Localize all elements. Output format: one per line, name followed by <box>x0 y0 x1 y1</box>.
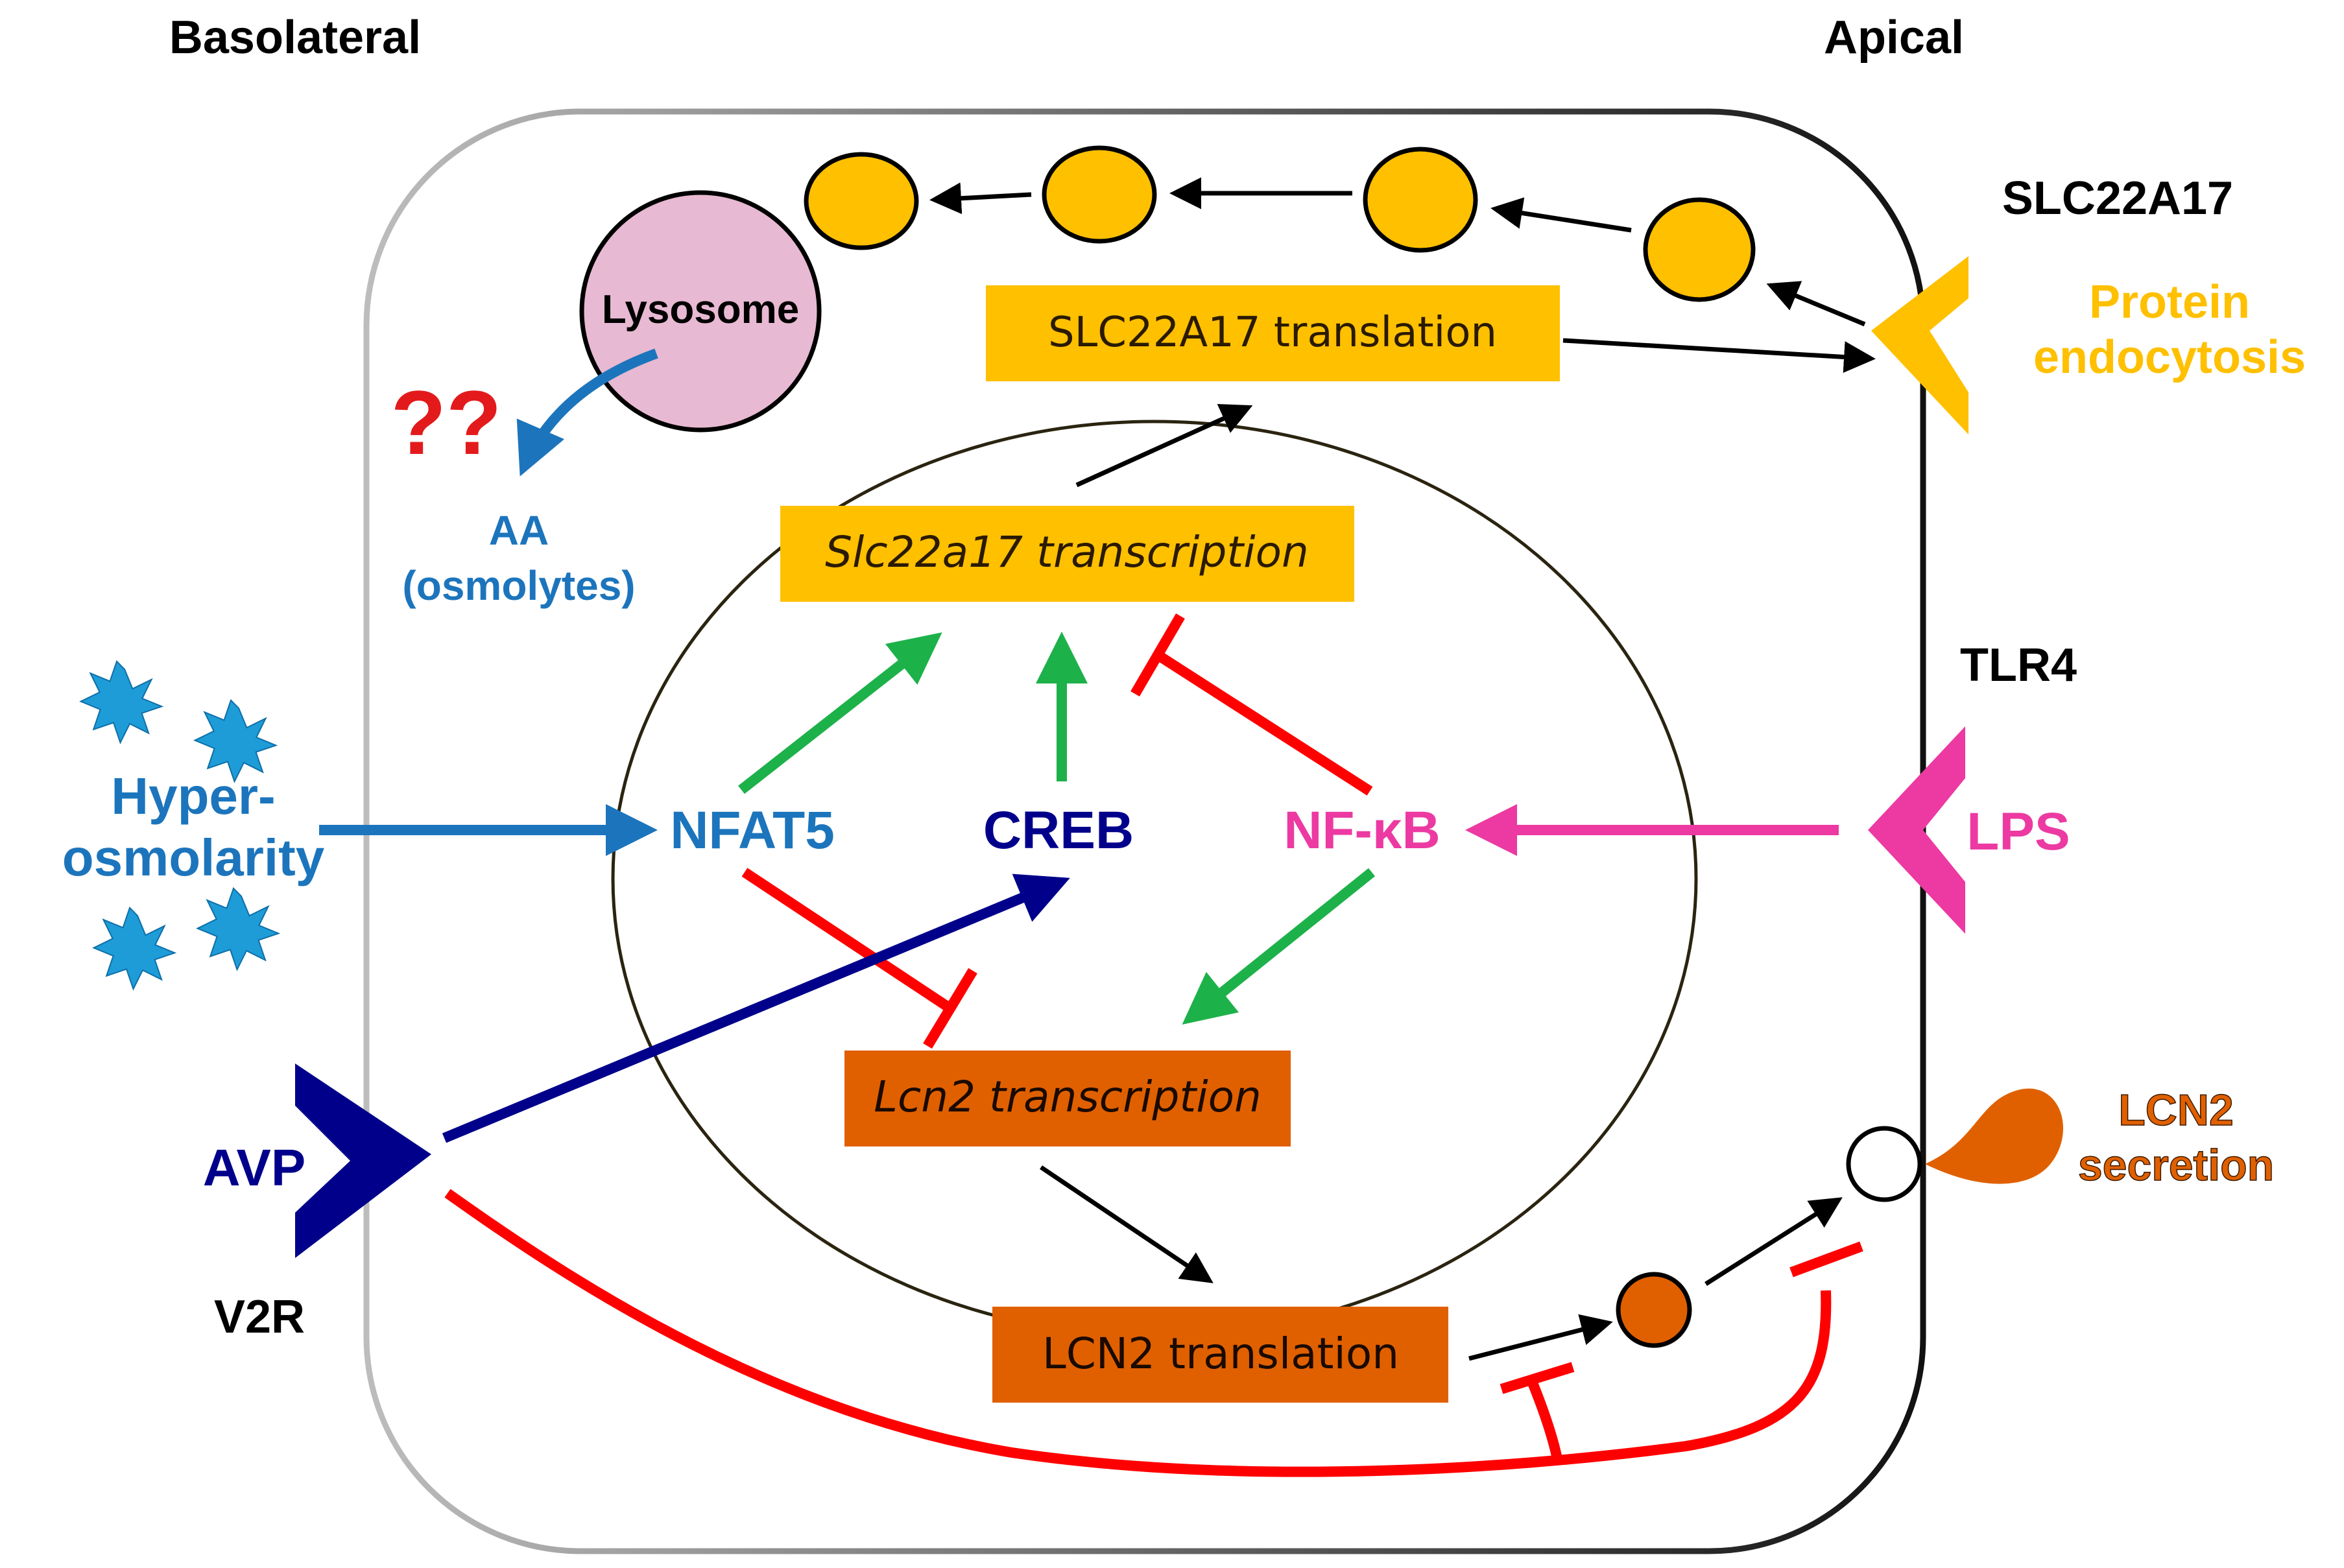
hyperosmolarity-line2: osmolarity <box>62 829 325 886</box>
lcn2-translation-box <box>992 1307 1448 1403</box>
lps-label: LPS <box>1967 802 2070 861</box>
lcn2-translation-to-vesicle-arrow <box>1468 1314 1613 1361</box>
basolateral-header: Basolateral <box>169 12 421 64</box>
nfkb-activates-lcn2-arrow <box>1182 868 1376 1025</box>
slc-transcription-label: Slc22a17 transcription <box>825 527 1309 577</box>
exocytosis-pore <box>1846 1126 1922 1202</box>
v2r-receptor <box>295 1063 431 1258</box>
vesicle-2 <box>1042 145 1157 244</box>
lcn2-secreted-protein <box>1925 1088 2063 1184</box>
lysosome-to-aa-arrow <box>516 348 658 477</box>
trafficking-arrow-1 <box>929 182 1032 215</box>
hyperosmolarity-line1: Hyper- <box>111 767 275 825</box>
protein-endocytosis-line2: endocytosis <box>2033 331 2306 383</box>
slc22a17-label: SLC22A17 <box>2002 172 2233 224</box>
protein-endocytosis-line1: Protein <box>2089 276 2250 328</box>
avp-inhibits-lcn2-secretion <box>444 1189 1863 1477</box>
lysosome-label: Lysosome <box>602 287 799 332</box>
slc-translation-box <box>986 285 1560 381</box>
aa-label-line1: AA <box>489 507 549 554</box>
v2r-label: V2R <box>214 1291 305 1343</box>
avp-to-creb-arrow <box>442 873 1070 1143</box>
slc-translation-to-membrane-arrow <box>1562 338 1876 373</box>
lcn2-translation-label: LCN2 translation <box>1042 1329 1399 1379</box>
transcription-to-translation-arrow <box>1075 404 1253 488</box>
question-marks: ?? <box>390 372 501 473</box>
tlr4-label: TLR4 <box>1960 639 2077 691</box>
slc-transcription-box <box>780 506 1354 602</box>
lcn2-vesicle <box>1616 1272 1692 1348</box>
osmolyte-star-icons <box>79 659 281 991</box>
star-icon-4 <box>196 886 281 971</box>
nfkb-inhibits-slc <box>1130 613 1373 796</box>
lcn2-secretion-line1: LCN2 <box>2118 1086 2234 1135</box>
slc22a17-receptor <box>1871 256 1968 434</box>
avp-label: AVP <box>203 1139 306 1196</box>
star-icon-1 <box>79 659 164 744</box>
nfkb-label: NF-κB <box>1284 801 1441 860</box>
nfat5-activates-slc-arrow <box>738 632 942 794</box>
lysosome <box>579 190 822 433</box>
vesicle-3 <box>1363 147 1478 253</box>
lcn2-transcription-label: Lcn2 transcription <box>874 1072 1262 1122</box>
lcn2-transcription-to-translation-arrow <box>1040 1165 1214 1283</box>
lcn2-transcription-box <box>844 1051 1291 1146</box>
creb-label: CREB <box>983 801 1134 860</box>
trafficking-arrow-3 <box>1490 197 1632 233</box>
star-icon-3 <box>92 906 177 991</box>
vesicle-fused <box>804 152 919 250</box>
vesicle-4 <box>1643 197 1756 302</box>
nfat5-label: NFAT5 <box>670 801 835 860</box>
slc-translation-label: SLC22A17 translation <box>1048 309 1497 357</box>
tlr4-receptor <box>1868 726 1965 934</box>
lcn2-secretion-line2: secretion <box>2078 1141 2274 1190</box>
trafficking-arrow-4 <box>1766 281 1866 327</box>
aa-label-line2: (osmolytes) <box>402 562 635 609</box>
lcn2-vesicle-to-exocytosis-arrow <box>1704 1197 1843 1286</box>
apical-header: Apical <box>1824 12 1964 64</box>
star-icon-2 <box>193 698 278 783</box>
nfat5-inhibits-lcn2 <box>741 868 977 1049</box>
